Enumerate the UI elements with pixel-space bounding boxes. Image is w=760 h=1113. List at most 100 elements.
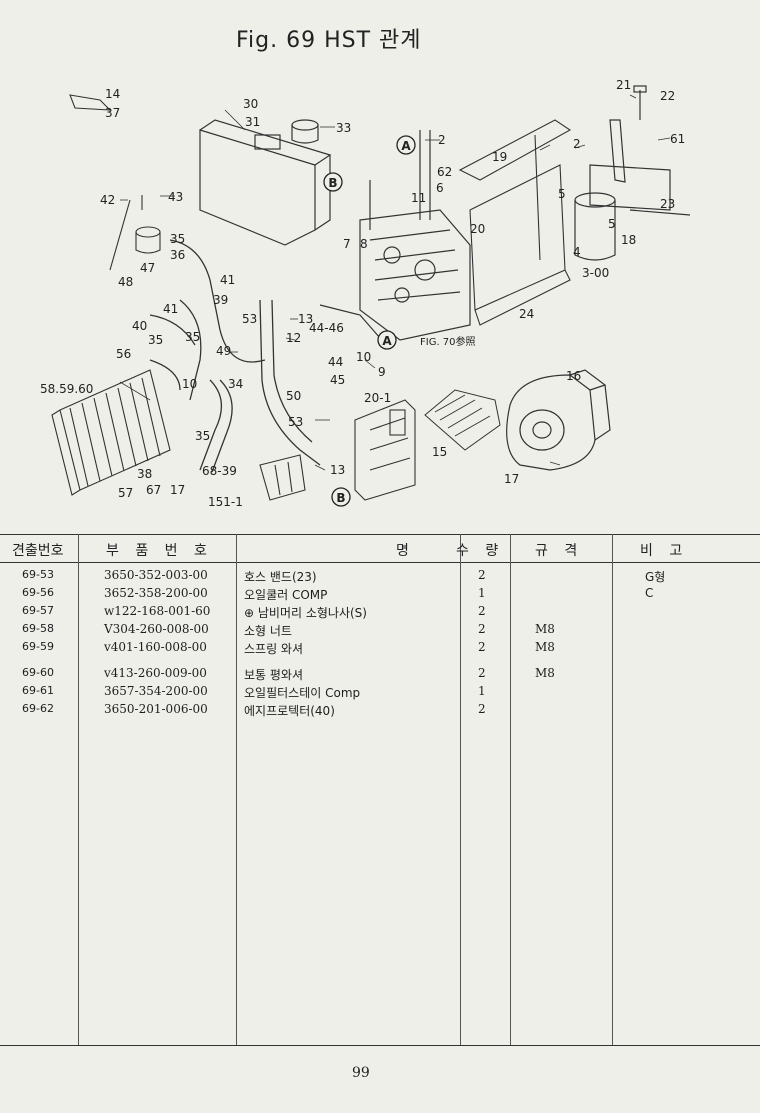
row-part-no: 3657-354-200-00	[104, 684, 208, 698]
hst-exploded-diagram: A B A B 14 37 30 31 33 2 2 21 22 61 19 6…	[30, 70, 720, 520]
row-name: 보통 평와셔	[244, 668, 304, 682]
row-part-no: 3650-352-003-00	[104, 568, 208, 582]
marker-b-bottom: B	[336, 491, 345, 505]
callout: 31	[245, 115, 260, 129]
table-row: 69-57 w122-168-001-60 ⊕ 남비머리 소형나사(S) 2	[0, 604, 760, 622]
callout: 34	[228, 377, 243, 391]
callout: 61	[670, 132, 685, 146]
row-name: 오일필터스테이 Comp	[244, 686, 361, 700]
callout: 22	[660, 89, 675, 103]
callout: 68-39	[202, 464, 237, 478]
row-spec: M8	[535, 640, 555, 654]
row-index: 69-59	[22, 640, 54, 653]
row-name: 소형 너트	[244, 624, 292, 638]
column-divider	[510, 534, 511, 1045]
callout: 2	[573, 137, 581, 151]
callout: 47	[140, 261, 155, 275]
row-index: 69-61	[22, 684, 54, 697]
row-qty: 2	[478, 622, 486, 636]
callout: 8	[360, 237, 368, 251]
callout: 10	[356, 350, 371, 364]
callout: 40	[132, 319, 147, 333]
row-part-no: 3652-358-200-00	[104, 586, 208, 600]
marker-a-bottom: A	[382, 334, 392, 348]
callout: 17	[504, 472, 519, 486]
column-divider	[78, 534, 79, 1045]
callout: 41	[220, 273, 235, 287]
table-row: 69-53 3650-352-003-00 호스 밴드(23) 2 G형	[0, 568, 760, 586]
callout: 24	[519, 307, 534, 321]
row-part-no: v401-160-008-00	[104, 640, 207, 654]
row-name: 오일쿨러 COMP	[244, 588, 328, 602]
row-name: 에지프로텍터(40)	[244, 704, 335, 718]
header-note: 비 고	[640, 543, 689, 559]
callout: 35	[170, 232, 185, 246]
marker-b-top: B	[328, 176, 337, 190]
row-part-no: V304-260-008-00	[104, 622, 209, 636]
row-note: G형	[645, 570, 666, 584]
table-row: 69-58 V304-260-008-00 소형 너트 2 M8	[0, 622, 760, 640]
callout: 19	[492, 150, 507, 164]
header-part-no: 부 품 번 호	[106, 543, 213, 559]
callout: 33	[336, 121, 351, 135]
callout: 62	[437, 165, 452, 179]
row-part-no: v413-260-009-00	[104, 666, 207, 680]
table-row: 69-62 3650-201-006-00 에지프로텍터(40) 2	[0, 702, 760, 720]
figure-title: Fig. 69 HST 관계	[236, 28, 422, 53]
callout: 20	[470, 222, 485, 236]
row-qty: 2	[478, 640, 486, 654]
header-spec: 규 격	[535, 543, 584, 559]
row-qty: 2	[478, 702, 486, 716]
row-index: 69-58	[22, 622, 54, 635]
callout: 13	[330, 463, 345, 477]
row-name: 호스 밴드(23)	[244, 570, 317, 584]
callout: 37	[105, 106, 120, 120]
row-qty: 2	[478, 666, 486, 680]
callout: 57	[118, 486, 133, 500]
callout: 53	[242, 312, 257, 326]
callout: 16	[566, 369, 581, 383]
oil-tank-drawing	[199, 119, 332, 246]
callout: 48	[118, 275, 133, 289]
row-qty: 2	[478, 604, 486, 618]
callout: 17	[170, 483, 185, 497]
table-row: 69-60 v413-260-009-00 보통 평와셔 2 M8	[0, 666, 760, 684]
callout: 39	[213, 293, 228, 307]
row-spec: M8	[535, 622, 555, 636]
table-header-rule	[0, 562, 760, 563]
callout: 14	[105, 87, 120, 101]
callout: 7	[343, 237, 351, 251]
callout: 5	[608, 217, 616, 231]
column-divider	[236, 534, 237, 1045]
callout: 12	[286, 331, 301, 345]
header-index: 견출번호	[12, 543, 64, 559]
row-spec: M8	[535, 666, 555, 680]
table-row: 69-61 3657-354-200-00 오일필터스테이 Comp 1	[0, 684, 760, 702]
callout: 35	[195, 429, 210, 443]
callout: 11	[411, 191, 426, 205]
table-row: 69-59 v401-160-008-00 스프링 와셔 2 M8	[0, 640, 760, 658]
row-index: 69-60	[22, 666, 54, 679]
row-index: 69-62	[22, 702, 54, 715]
callout: 6	[436, 181, 444, 195]
row-qty: 1	[478, 586, 486, 600]
callout: 67	[146, 483, 161, 497]
callout: 21	[616, 78, 631, 92]
row-part-no: w122-168-001-60	[104, 604, 211, 618]
callout-labels: 14 37 30 31 33 2 2 21 22 61 19 62 6 11 5…	[40, 78, 685, 509]
callout: 13	[298, 312, 313, 326]
row-index: 69-56	[22, 586, 54, 599]
callout: 2	[438, 133, 446, 147]
row-note: C	[645, 586, 654, 600]
callout: 151-1	[208, 495, 243, 509]
callout: 38	[137, 467, 152, 481]
callout: 10	[182, 377, 197, 391]
row-index: 69-57	[22, 604, 54, 617]
callout: 36	[170, 248, 185, 262]
callout: 42	[100, 193, 115, 207]
callout: 20-1	[364, 391, 391, 405]
callout: 9	[378, 365, 386, 379]
callout: 43	[168, 190, 183, 204]
callout: 45	[330, 373, 345, 387]
